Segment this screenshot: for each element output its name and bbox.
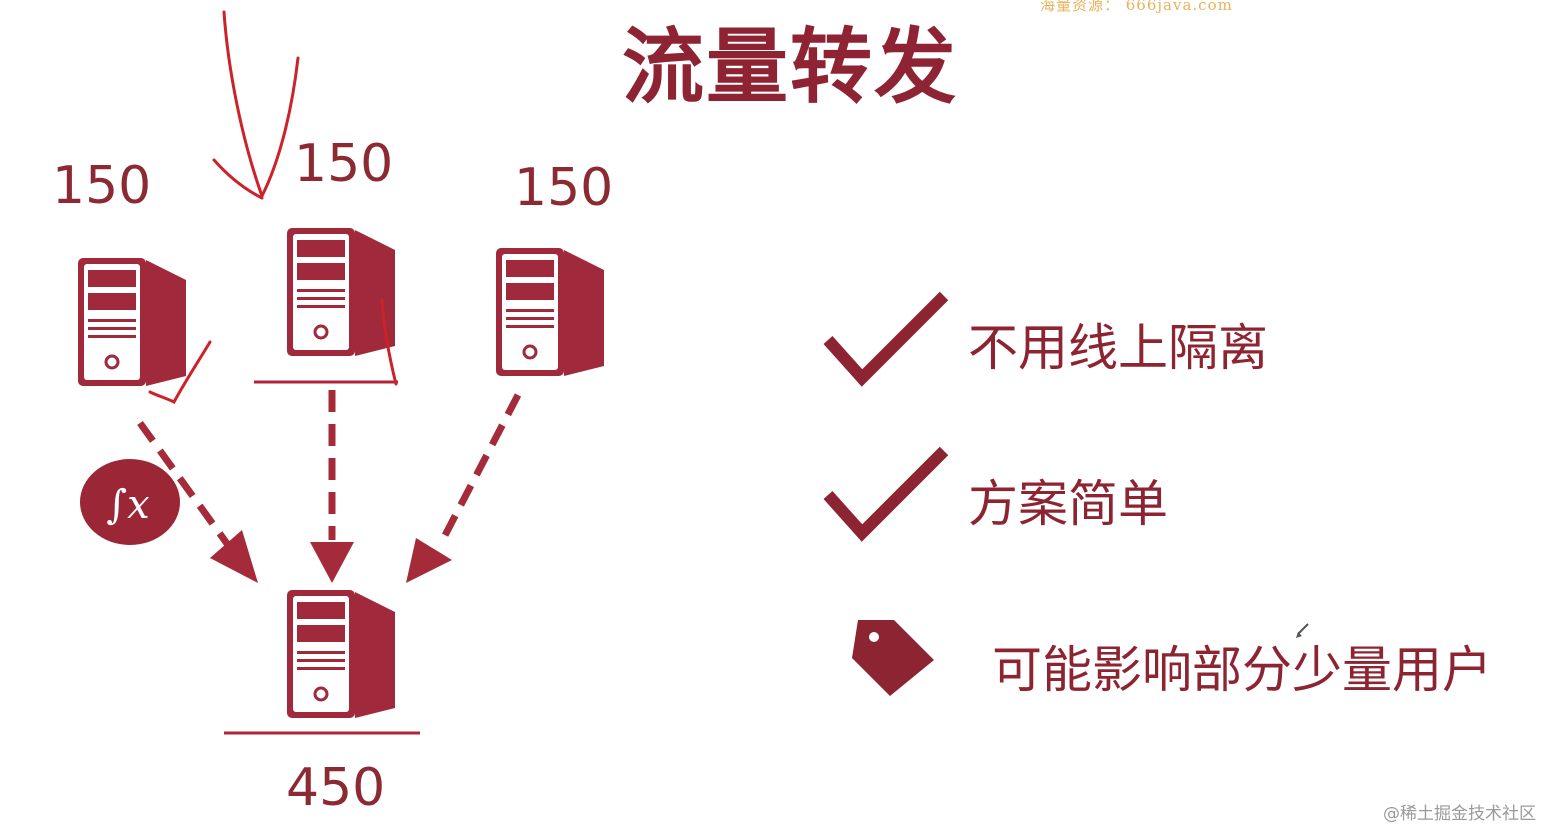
watermark-bottom: @稀土掘金技术社区 bbox=[1383, 804, 1536, 824]
server-right-icon bbox=[494, 246, 606, 378]
watermark-top: 海量资源： 666java.com bbox=[1040, 0, 1233, 14]
pencil-cursor-icon bbox=[1296, 623, 1309, 638]
arrowhead-right bbox=[406, 538, 452, 583]
check-icon bbox=[823, 446, 949, 542]
flow-arrows bbox=[137, 390, 522, 548]
feature-simple-solution: 方案简单 bbox=[968, 475, 1168, 533]
arrowhead-left bbox=[210, 530, 258, 583]
server-target-icon bbox=[285, 588, 397, 720]
hand-arrow-shaft-right bbox=[260, 56, 300, 198]
server-target-value: 450 bbox=[286, 758, 386, 818]
check-icon bbox=[823, 291, 949, 387]
tag-icon bbox=[852, 620, 934, 696]
server-right-value: 150 bbox=[514, 158, 614, 218]
hand-arrow-head bbox=[212, 158, 264, 200]
arrow-right-to-target bbox=[436, 393, 522, 547]
hand-bracket-mark bbox=[380, 298, 398, 386]
hand-check-mark bbox=[148, 340, 212, 404]
server-middle-icon bbox=[285, 226, 397, 358]
arrow-heads bbox=[210, 530, 452, 583]
handwritten-annotations bbox=[148, 10, 398, 404]
arrowhead-middle bbox=[310, 542, 354, 583]
server-left-icon bbox=[76, 256, 188, 388]
server-left-value: 150 bbox=[52, 156, 152, 216]
page-title: 流量转发 bbox=[622, 20, 959, 115]
hand-arrow-shaft bbox=[222, 10, 264, 198]
feature-may-affect-users: 可能影响部分少量用户 bbox=[992, 641, 1492, 699]
feature-no-isolation: 不用线上隔离 bbox=[968, 319, 1268, 377]
server-middle-value: 150 bbox=[294, 134, 394, 194]
formula-icon[interactable]: ∫x bbox=[80, 459, 180, 545]
svg-text:∫x: ∫x bbox=[106, 482, 149, 528]
arrow-left-to-target bbox=[137, 420, 231, 548]
